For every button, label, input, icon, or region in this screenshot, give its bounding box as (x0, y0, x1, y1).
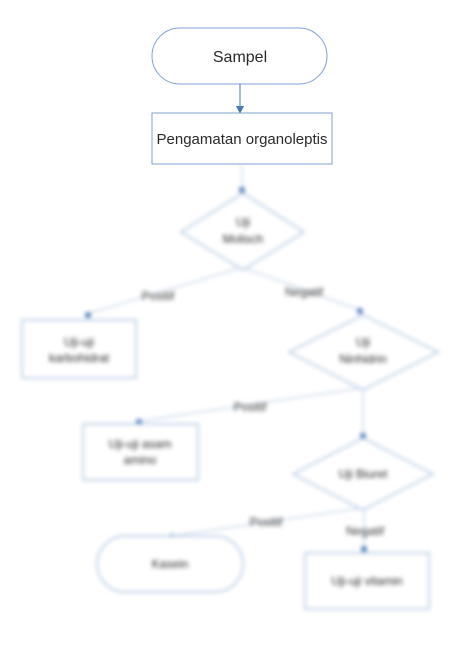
edge-molisch-karbohidrat (89, 267, 241, 314)
uji-ninhidrin-label-1: Uji (356, 335, 370, 349)
uji-ninhidrin-decision (287, 314, 440, 391)
biuret-negatif-label: Negatif (346, 524, 385, 538)
uji-molisch-decision (179, 192, 306, 271)
uji-molisch-label-1: Uji (236, 215, 250, 229)
uji-vitamin-box (304, 552, 430, 610)
kasein-terminal (96, 535, 244, 593)
pengamatan-label: Pengamatan organoleptis (157, 131, 328, 148)
edge-molisch-ninhidrin (243, 267, 361, 311)
edge-biuret-kasein (171, 507, 363, 537)
edge-ninhidrin-asamamino (139, 387, 363, 422)
uji-ninhidrin-label-2: Ninhidrin (339, 352, 386, 366)
molisch-positif-label: Positif (142, 289, 175, 303)
uji-molisch-label-2: Molisch (223, 232, 264, 246)
pengamatan-box (151, 112, 333, 165)
uji-biuret-label: Uji Biuret (339, 467, 388, 481)
uji-karbohidrat-label-1: Uji-uji (64, 335, 94, 349)
uji-karbohidrat-label-2: karbohidrat (49, 351, 110, 365)
lower-flow: Uji Molisch Positif Negatif Uji-uji karb… (21, 164, 440, 610)
uji-biuret-decision (291, 437, 435, 511)
uji-vitamin-label: Uji-uji vitamin (331, 574, 402, 588)
ninhidrin-positif-label: Positif (234, 400, 267, 414)
kasein-label: Kasein (152, 557, 189, 571)
uji-asam-amino-label-1: Uji-uji asam (109, 437, 172, 451)
molisch-negatif-label: Negatif (285, 285, 324, 299)
uji-karbohidrat-box (21, 319, 137, 379)
uji-asam-amino-box (82, 423, 199, 481)
uji-asam-amino-label-2: amino (124, 453, 157, 467)
biuret-positif-label: Positif (250, 515, 283, 529)
sampel-label: Sampel (213, 49, 267, 66)
